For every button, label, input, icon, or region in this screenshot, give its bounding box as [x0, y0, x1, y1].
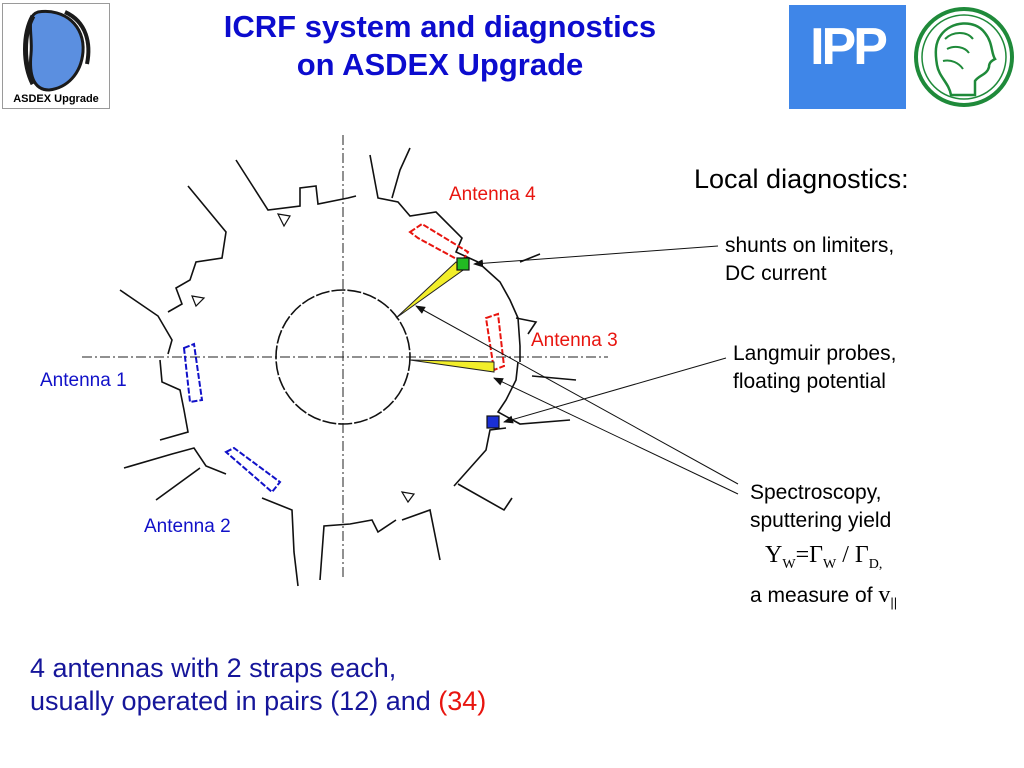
bottom-line-1: 4 antennas with 2 straps each, — [30, 653, 397, 683]
bottom-line-2-mid: and — [378, 686, 439, 716]
ipp-logo-text: IPP — [810, 18, 888, 76]
antenna-4-label: Antenna 4 — [449, 184, 536, 205]
spectroscopy-line-2: sputtering yield — [750, 509, 892, 532]
spectroscopy-sightline-top — [395, 261, 467, 319]
measure-sub: || — [890, 595, 898, 611]
spectroscopy-sightline-mid — [409, 359, 495, 373]
langmuir-probe-marker — [486, 415, 500, 429]
measure-text: a measure of — [750, 584, 879, 607]
spectroscopy-note: Spectroscopy, sputtering yield — [750, 479, 891, 535]
bottom-line-2-pre: usually operated in pairs — [30, 686, 331, 716]
formula-y: Y — [765, 542, 783, 568]
title-line-1: ICRF system and diagnostics — [223, 9, 657, 44]
langmuir-note: Langmuir probes, floating potential — [733, 340, 896, 396]
measure-v: v — [878, 582, 891, 608]
formula-sub-d: D, — [868, 556, 883, 572]
plasma-crosssection-icon — [23, 9, 91, 92]
pair-34: (34) — [438, 686, 487, 716]
limiter-shunt-marker — [456, 257, 470, 271]
page-title: ICRF system and diagnostics on ASDEX Upg… — [120, 8, 760, 84]
triangle-marker-icon — [276, 213, 291, 228]
antenna-4-shape — [408, 222, 470, 264]
formula-sub-w: W — [782, 556, 796, 572]
triangle-marker-icon — [191, 295, 206, 308]
ipp-logo: IPP — [789, 5, 906, 109]
pair-12: (12) — [330, 686, 379, 716]
shunts-line-2: DC current — [725, 262, 827, 285]
asdex-upgrade-logo: ASDEX Upgrade — [2, 3, 110, 109]
antenna-2-shape — [224, 446, 282, 494]
formula-eq-gamma: =Γ — [795, 542, 823, 568]
bottom-line-2: usually operated in pairs (12) and (34) — [30, 685, 486, 718]
antenna-3-shape — [484, 312, 506, 372]
antenna-1-label: Antenna 1 — [40, 370, 127, 391]
formula-sub-w2: W — [822, 556, 837, 572]
inner-plasma-boundary — [275, 289, 411, 425]
langmuir-line-1: Langmuir probes, — [733, 342, 897, 365]
minerva-head-icon — [909, 5, 1019, 109]
antenna-2-label: Antenna 2 — [144, 516, 231, 537]
antenna-1-shape — [182, 342, 204, 404]
title-line-2: on ASDEX Upgrade — [296, 47, 584, 82]
triangle-marker-icon — [400, 491, 416, 504]
antenna-3-label: Antenna 3 — [531, 330, 618, 351]
langmuir-line-2: floating potential — [733, 370, 886, 393]
bottom-caption: 4 antennas with 2 straps each, usually o… — [30, 652, 486, 718]
sputtering-yield-formula: YW=ΓW / ΓD, — [765, 542, 882, 573]
shunts-line-1: shunts on limiters, — [725, 234, 895, 257]
local-diagnostics-heading: Local diagnostics: — [694, 164, 909, 194]
velocity-measure-note: a measure of v|| — [750, 582, 897, 610]
shunts-note: shunts on limiters, DC current — [725, 232, 894, 288]
annotation-arrows — [415, 245, 739, 495]
spectroscopy-line-1: Spectroscopy, — [750, 481, 882, 504]
asdex-logo-label: ASDEX Upgrade — [13, 93, 99, 105]
outer-vessel-wall — [119, 147, 577, 587]
formula-slash-gamma: / Γ — [836, 542, 869, 568]
